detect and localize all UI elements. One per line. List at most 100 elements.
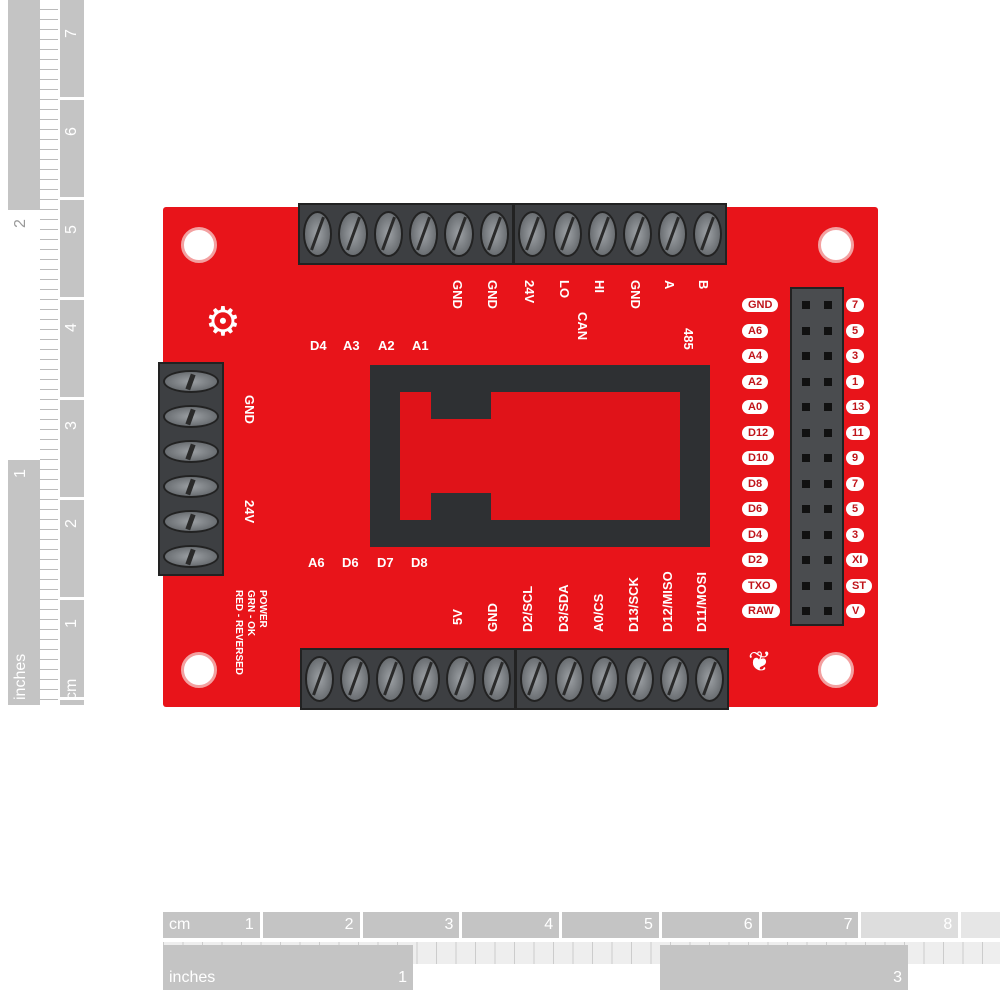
left-ruler-ticks	[40, 0, 58, 705]
header-pin-label-left: A0	[742, 400, 769, 414]
header-pin-hole	[802, 479, 810, 488]
header-pin-label-left: D10	[742, 451, 775, 465]
header-pin-label-right: ST	[846, 578, 873, 593]
header-pin-label-right: 9	[846, 451, 865, 465]
header-pin-hole	[802, 377, 810, 386]
terminal-label: 24V	[522, 280, 537, 304]
bottom-inches-label: inches	[169, 969, 216, 986]
mounting-hole	[818, 652, 854, 688]
left-ruler-cm	[60, 0, 84, 705]
header-pin-hole	[824, 326, 832, 335]
left-terminal-label: 24V	[242, 500, 257, 524]
header-pin-hole	[824, 607, 832, 615]
header-pin-hole	[824, 556, 832, 564]
header-pin-hole	[802, 403, 810, 411]
header-pin-hole	[824, 352, 832, 360]
bottom-terminal-label: A0/CS	[591, 593, 606, 632]
terminal-block-left	[158, 362, 224, 576]
bottom-cm-tick: 2	[344, 916, 354, 933]
power-note: RED - REVERSED	[233, 590, 244, 676]
terminal-block-top-left	[298, 203, 514, 265]
header-pin-hole	[802, 607, 810, 615]
terminal-label: GND	[485, 280, 500, 309]
left-cm-label: cm	[63, 678, 80, 700]
bottom-terminal-label: GND	[485, 603, 500, 632]
led-label: D4	[310, 338, 327, 353]
left-cm-tick: 1	[63, 619, 80, 628]
bottom-terminal-label: D11/MOSI	[694, 572, 709, 632]
header-pin-hole	[824, 301, 832, 309]
socket-inner-block	[431, 493, 491, 523]
header-pin-label-right: 13	[846, 400, 871, 414]
header-pin-label-right: 7	[846, 298, 865, 312]
power-note: POWER	[257, 590, 268, 628]
flame-logo-icon: ❦	[748, 646, 772, 677]
header-pin-hole	[802, 530, 810, 539]
header-pin-label-right: 1	[846, 374, 865, 389]
terminal-block-bottom-right	[515, 648, 729, 710]
bottom-inch-tick: 3	[893, 969, 902, 986]
header-pin-hole	[824, 403, 832, 411]
bottom-inch-tick: 1	[398, 969, 407, 986]
header-pin-hole	[802, 454, 810, 462]
bottom-terminal-label: D2/SCL	[520, 585, 535, 632]
header-pin-hole	[824, 581, 832, 590]
bottom-cm-tick: 3	[444, 916, 454, 933]
header-pin-label-left: D2	[742, 553, 769, 567]
header-pin-hole	[802, 505, 810, 513]
header-pin-hole	[824, 454, 832, 462]
header-pin-hole	[802, 581, 810, 590]
left-terminal-label: GND	[242, 395, 257, 424]
bottom-cm-tick: 8	[943, 916, 953, 933]
power-note: GRN - OK	[245, 590, 256, 637]
header-pin-label-right: 3	[846, 349, 865, 363]
mounting-hole	[818, 227, 854, 263]
header-pin-label-left: D12	[742, 425, 775, 440]
header-pin-label-left: A2	[742, 374, 769, 389]
header-pin-hole	[824, 428, 832, 437]
socket-inner-block	[431, 389, 491, 419]
header-pin-hole	[802, 352, 810, 360]
terminal-label: GND	[628, 280, 643, 309]
bottom-cm-tick: 4	[544, 916, 554, 933]
header-pin-label-left: GND	[742, 298, 779, 312]
mounting-hole	[181, 652, 217, 688]
gear-logo-icon: ⚙	[205, 300, 241, 344]
bottom-cm-tick: 1	[244, 916, 254, 933]
bottom-ruler-inches-left: inches 1	[163, 945, 413, 990]
terminal-block-top-right	[513, 203, 727, 265]
bus-label-can: CAN	[575, 312, 590, 341]
header-pin-hole	[802, 428, 810, 437]
bottom-terminal-label: D12/MISO	[660, 571, 675, 632]
header-pin-label-right: 7	[846, 476, 865, 491]
pin-header	[790, 287, 844, 626]
mounting-hole	[181, 227, 217, 263]
left-inches-label: inches	[12, 653, 29, 700]
led-label: A6	[308, 555, 325, 570]
header-pin-label-right: 11	[846, 425, 870, 440]
terminal-label: GND	[450, 280, 465, 309]
led-label: D6	[342, 555, 359, 570]
header-pin-label-left: A4	[742, 349, 769, 363]
header-pin-label-left: D4	[742, 527, 769, 542]
left-cm-tick: 7	[63, 29, 80, 38]
bottom-terminal-label: D13/SCK	[626, 577, 641, 632]
header-pin-hole	[824, 479, 832, 488]
left-cm-tick: 3	[63, 421, 80, 430]
header-pin-hole	[824, 530, 832, 539]
terminal-label: A	[662, 280, 677, 290]
terminal-label: B	[696, 280, 711, 290]
header-pin-label-right: V	[846, 604, 866, 618]
led-label: A1	[412, 338, 429, 353]
header-pin-label-left: RAW	[742, 604, 780, 618]
header-pin-hole	[802, 326, 810, 335]
header-pin-hole	[824, 377, 832, 386]
bottom-terminal-label: D3/SDA	[556, 584, 571, 632]
header-pin-hole	[824, 505, 832, 513]
header-pin-label-right: 3	[846, 527, 865, 542]
header-pin-hole	[802, 556, 810, 564]
bottom-cm-label: cm	[169, 916, 191, 933]
bottom-cm-tick: 7	[843, 916, 853, 933]
led-label: D7	[377, 555, 394, 570]
